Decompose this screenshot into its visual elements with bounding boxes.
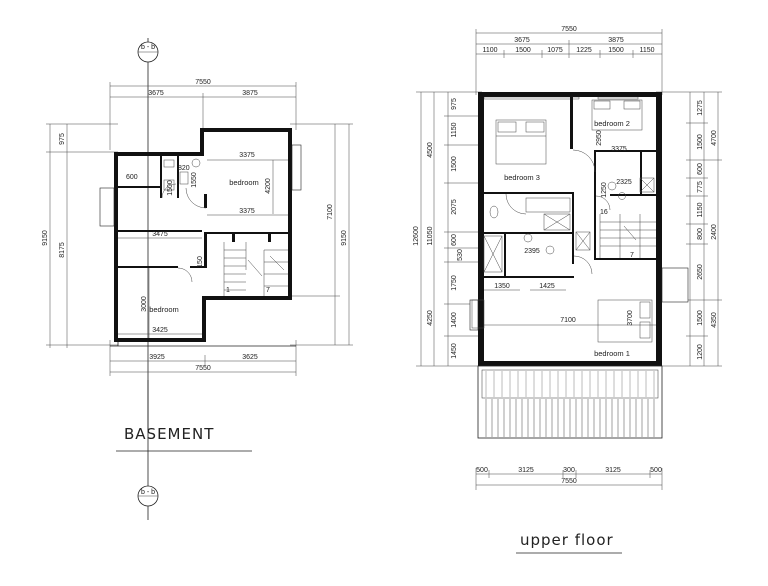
basement-dim-600: 600 — [126, 174, 138, 181]
upper-dim-bottom-c: 300 — [563, 467, 575, 474]
basement-dim-left-part: 8175 — [59, 242, 66, 258]
basement-stair-step-1: 1 — [226, 287, 230, 294]
upper-dim-3700: 3700 — [627, 310, 634, 326]
upper-dim-right-f: 1150 — [697, 202, 704, 217]
upper-floor-plan: 7550 3675 3875 1100 1500 1075 1225 1500 … — [413, 26, 722, 554]
upper-dim-bottom-overall: 7550 — [561, 478, 577, 485]
upper-bedroom3-label: bedroom 3 — [504, 173, 540, 182]
basement-dim-1550: 1550 — [191, 172, 198, 188]
upper-dim-left-k: 1450 — [451, 343, 458, 359]
upper-dim-2950: 2950 — [596, 130, 603, 146]
upper-dim-bottom-a: 500 — [476, 467, 488, 474]
upper-dim-right-j: 1500 — [697, 310, 704, 326]
basement-dim-top-right: 3875 — [242, 90, 258, 97]
basement-dim-top-left: 3675 — [148, 90, 164, 97]
basement-dim-3000: 3000 — [141, 296, 148, 312]
basement-plan: 7550 3675 3875 9150 8175 975 7100 9150 3… — [42, 79, 353, 452]
upper-dim-right-l: 1200 — [697, 344, 704, 360]
basement-dim-left-top: 975 — [59, 133, 66, 145]
upper-dim-left-m: 11050 — [427, 226, 434, 245]
basement-dim-bottom-left: 3925 — [149, 354, 165, 361]
upper-dim-left-b: 975 — [451, 98, 458, 110]
basement-stair-step-7: 7 — [266, 287, 270, 294]
upper-dim-left-e: 2075 — [451, 199, 458, 215]
basement-dim-bottom-right: 3625 — [242, 354, 258, 361]
basement-dim-right-overall: 9150 — [341, 230, 348, 246]
upper-bedroom2-label: bedroom 2 — [594, 119, 630, 128]
upper-dim-right-c: 4700 — [711, 130, 718, 146]
basement-dim-3375-top: 3375 — [239, 152, 255, 159]
basement-stairs: 1 7 — [223, 242, 288, 296]
upper-bedroom1-label: bedroom 1 — [594, 349, 630, 358]
upper-dim-left-c: 1150 — [451, 122, 458, 137]
upper-dim-top-right: 3875 — [608, 37, 624, 44]
upper-dim-2395: 2395 — [524, 248, 540, 255]
bed-bedroom2 — [591, 99, 643, 131]
bed-bedroom1 — [597, 299, 653, 343]
balcony-deck — [477, 365, 663, 439]
basement-title: BASEMENT — [124, 425, 214, 443]
basement-dim-150: 150 — [197, 256, 204, 268]
upper-dim-right-b: 1500 — [697, 134, 704, 150]
upper-dim-2325: 2325 — [616, 179, 632, 186]
basement-dim-1500: 1500 — [167, 180, 174, 196]
upper-dim-7100: 7100 — [560, 317, 576, 324]
upper-dim-top-d: 1225 — [576, 47, 592, 54]
upper-dim-right-d: 600 — [697, 163, 704, 175]
bed-bedroom3 — [495, 119, 547, 165]
upper-dim-right-h: 2400 — [711, 224, 718, 240]
upper-dim-right-e: 775 — [697, 181, 704, 193]
basement-dim-820: 820 — [178, 165, 190, 172]
upper-dim-left-overall: 12600 — [413, 226, 420, 246]
upper-dim-top-b: 1500 — [515, 47, 531, 54]
upper-dim-1250: 1250 — [601, 182, 608, 198]
upper-dim-1425: 1425 — [539, 283, 555, 290]
section-marker-label-bottom: b - b — [141, 489, 155, 496]
upper-dim-3375: 3375 — [611, 146, 627, 153]
upper-dim-top-left: 3675 — [514, 37, 530, 44]
basement-dim-top-overall: 7550 — [195, 79, 211, 86]
upper-stair-step-16: 16 — [600, 209, 608, 216]
section-marker-label: b - b — [141, 44, 155, 51]
basement-dim-4200: 4200 — [265, 178, 272, 194]
upper-dim-left-f: 600 — [451, 234, 458, 246]
upper-dim-bottom-e: 500 — [650, 467, 662, 474]
section-marker-bottom: b - b — [137, 380, 159, 520]
upper-dim-right-i: 2650 — [697, 264, 704, 280]
upper-dim-top-f: 1150 — [639, 47, 654, 54]
basement-dim-3425: 3425 — [152, 327, 168, 334]
upper-dim-left-a: 4500 — [427, 142, 434, 158]
basement-dim-left-overall: 9150 — [42, 230, 49, 246]
upper-dim-right-k: 4350 — [711, 312, 718, 328]
upper-dim-left-h: 1750 — [451, 275, 458, 291]
basement-dim-bottom-overall: 7550 — [195, 365, 211, 372]
upper-floor-title: upper floor — [520, 531, 614, 549]
upper-dim-left-d: 1500 — [451, 156, 458, 172]
basement-bedroom-label-a: bedroom — [229, 178, 259, 187]
upper-stairs: 16 7 — [599, 209, 656, 259]
upper-stair-step-7: 7 — [630, 252, 634, 259]
upper-dim-bottom-d: 3125 — [605, 467, 621, 474]
deck-slats — [485, 371, 655, 437]
upper-dim-top-overall: 7550 — [561, 26, 577, 33]
upper-dim-left-g: 530 — [457, 249, 464, 261]
basement-dim-right-part: 7100 — [327, 204, 334, 220]
upper-dim-top-a: 1100 — [482, 47, 497, 54]
upper-dim-1350: 1350 — [494, 283, 510, 290]
upper-dim-left-j: 4250 — [427, 310, 434, 326]
upper-dim-top-e: 1500 — [608, 47, 624, 54]
basement-bedroom-label-b: bedroom — [149, 305, 179, 314]
upper-dim-left-i: 1400 — [451, 312, 458, 328]
upper-dim-top-c: 1075 — [547, 47, 563, 54]
upper-dim-right-g: 800 — [697, 228, 704, 240]
basement-dim-3475: 3475 — [152, 231, 168, 238]
upper-dim-bottom-b: 3125 — [518, 467, 534, 474]
basement-dim-3375-bottom: 3375 — [239, 208, 255, 215]
upper-dim-right-a: 1275 — [697, 100, 704, 116]
